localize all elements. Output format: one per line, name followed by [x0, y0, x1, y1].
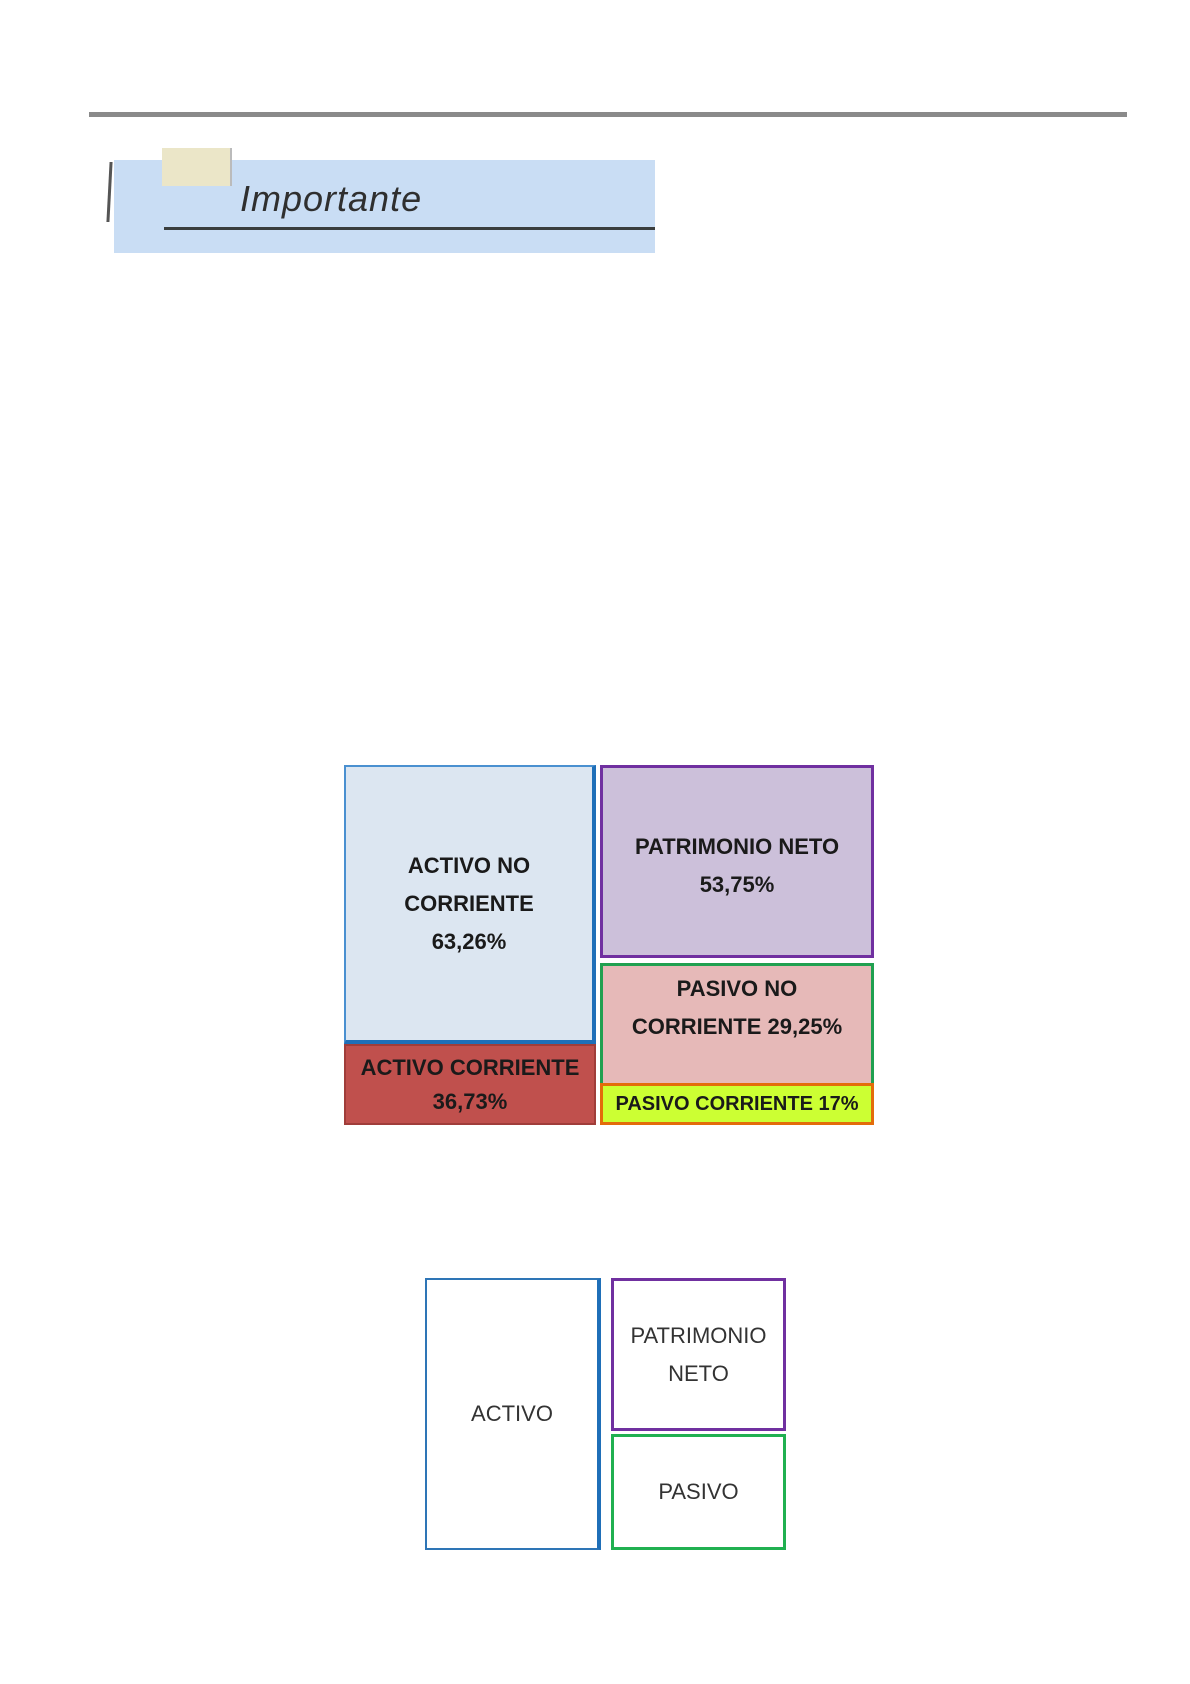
pn-label: PATRIMONIO NETO: [634, 834, 840, 859]
pasivo-corriente-box: PASIVO CORRIENTE 17%: [600, 1083, 874, 1125]
anc-line1: ACTIVO NO: [407, 852, 531, 878]
pnc-line1: PASIVO NO: [676, 976, 798, 1001]
activo-corriente-box: ACTIVO CORRIENTE 36,73%: [344, 1044, 596, 1125]
header-rule: [89, 112, 1127, 117]
activo-label: ACTIVO: [471, 1401, 553, 1426]
patrimonio-neto-box: PATRIMONIO NETO 53,75%: [600, 765, 874, 958]
pn-value: 53,75%: [699, 872, 775, 897]
pnc-line2: CORRIENTE 29,25%: [631, 1014, 843, 1039]
ac-value: 36,73%: [432, 1088, 508, 1114]
pasivo-box: PASIVO: [611, 1434, 786, 1550]
pasivo-no-corriente-box: PASIVO NO CORRIENTE 29,25%: [600, 963, 874, 1085]
pc-text: PASIVO CORRIENTE 17%: [615, 1093, 859, 1115]
anc-value: 63,26%: [431, 928, 507, 954]
activo-box: ACTIVO: [425, 1278, 601, 1550]
sticky-tape-icon: [162, 148, 232, 186]
patrimonio-neto-simple-box: PATRIMONIO NETO: [611, 1278, 786, 1431]
anc-line2: CORRIENTE: [404, 890, 534, 916]
ac-label: ACTIVO CORRIENTE: [360, 1054, 580, 1080]
banner-edge: [106, 162, 113, 222]
activo-no-corriente-box: ACTIVO NO CORRIENTE 63,26%: [344, 765, 596, 1044]
pasivo-label: PASIVO: [658, 1479, 739, 1504]
pn-simple-line1: PATRIMONIO: [630, 1322, 767, 1348]
banner-underline: [164, 227, 655, 230]
pn-simple-line2: NETO: [668, 1360, 729, 1386]
banner-title: Importante: [240, 178, 423, 219]
